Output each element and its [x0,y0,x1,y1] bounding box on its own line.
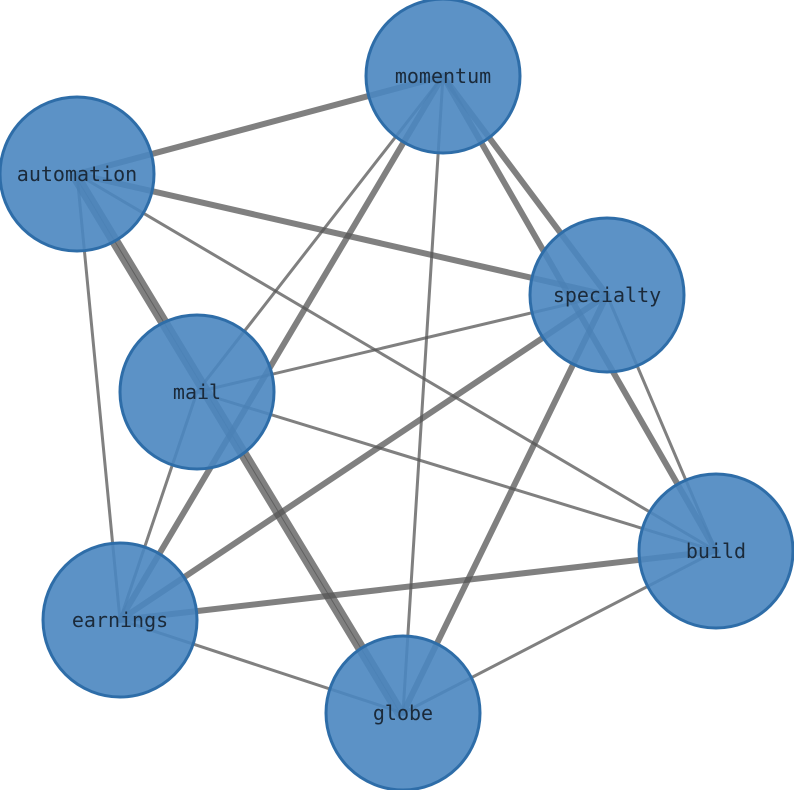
node-circle-specialty[interactable] [528,216,686,374]
node-label-specialty: specialty [553,283,661,307]
edge-mail-build [195,390,718,553]
edge-automation-build [75,172,718,553]
node-automation[interactable]: automation [0,95,156,253]
node-circle-earnings[interactable] [41,541,199,699]
edge-build-earnings [117,548,719,623]
node-label-automation: automation [17,162,137,186]
node-circle-automation[interactable] [0,95,156,253]
node-circle-build[interactable] [637,472,794,630]
node-circle-momentum[interactable] [364,0,522,155]
edge-specialty-earnings [117,292,610,623]
node-mail[interactable]: mail [118,313,276,471]
node-label-globe: globe [373,701,433,725]
node-circle-mail[interactable] [118,313,276,471]
node-build[interactable]: build [637,472,794,630]
node-label-earnings: earnings [72,608,168,632]
node-earnings[interactable]: earnings [41,541,199,699]
edge-momentum-globe [401,74,445,715]
node-specialty[interactable]: specialty [528,216,686,374]
edge-automation-specialty [74,171,610,298]
node-label-build: build [686,539,746,563]
node-label-mail: mail [173,380,221,404]
node-label-momentum: momentum [395,64,491,88]
edge-momentum-earnings [117,73,446,623]
node-globe[interactable]: globe [324,634,482,790]
node-circle-globe[interactable] [324,634,482,790]
node-momentum[interactable]: momentum [364,0,522,155]
